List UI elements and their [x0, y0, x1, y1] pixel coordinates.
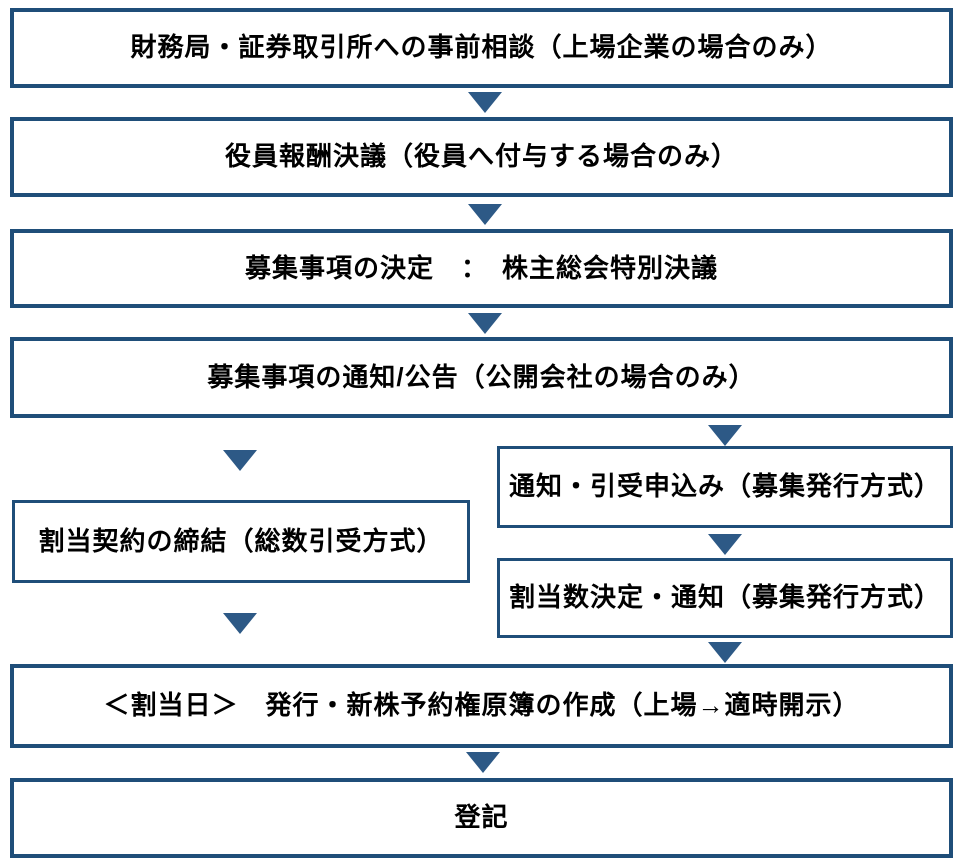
arrow-down-icon	[468, 313, 502, 334]
flow-step-offering-terms-notice: 募集事項の通知/公告（公開会社の場合のみ）	[10, 337, 953, 418]
arrow-down-icon	[223, 450, 257, 471]
arrow-down-icon	[708, 425, 742, 446]
arrow-down-icon	[708, 534, 742, 555]
flow-step-allotment-day-register: ＜割当日＞ 発行・新株予約権原簿の作成（上場→適時開示）	[10, 664, 953, 748]
flow-step-label: ＜割当日＞ 発行・新株予約権原簿の作成（上場→適時開示）	[103, 690, 860, 721]
flow-step-label: 財務局・証券取引所への事前相談（上場企業の場合のみ）	[130, 32, 833, 63]
flow-step-label: 割当契約の締結（総数引受方式）	[38, 525, 444, 556]
flow-step-notice-subscription: 通知・引受申込み（募集発行方式）	[497, 446, 953, 528]
flow-step-allotment-contract: 割当契約の締結（総数引受方式）	[12, 500, 470, 583]
flow-step-registration: 登記	[10, 778, 953, 858]
flow-step-label: 割当数決定・通知（募集発行方式）	[508, 582, 941, 613]
flow-step-label: 役員報酬決議（役員へ付与する場合のみ）	[224, 141, 738, 172]
flow-step-label: 募集事項の通知/公告（公開会社の場合のみ）	[207, 361, 756, 392]
arrow-down-icon	[468, 92, 502, 113]
arrow-down-icon	[468, 204, 502, 225]
flow-step-allotment-decision-notice: 割当数決定・通知（募集発行方式）	[497, 558, 953, 638]
flow-step-officer-compensation-resolution: 役員報酬決議（役員へ付与する場合のみ）	[10, 117, 953, 197]
flow-step-label: 登記	[454, 802, 509, 833]
flow-step-pre-consultation: 財務局・証券取引所への事前相談（上場企業の場合のみ）	[10, 8, 953, 88]
arrow-down-icon	[466, 752, 500, 773]
arrow-down-icon	[708, 642, 742, 663]
flow-step-label: 募集事項の決定 ： 株主総会特別決議	[244, 252, 718, 283]
flow-step-label: 通知・引受申込み（募集発行方式）	[508, 471, 941, 502]
arrow-down-icon	[223, 613, 257, 634]
flow-step-offering-terms-decision: 募集事項の決定 ： 株主総会特別決議	[10, 229, 953, 308]
